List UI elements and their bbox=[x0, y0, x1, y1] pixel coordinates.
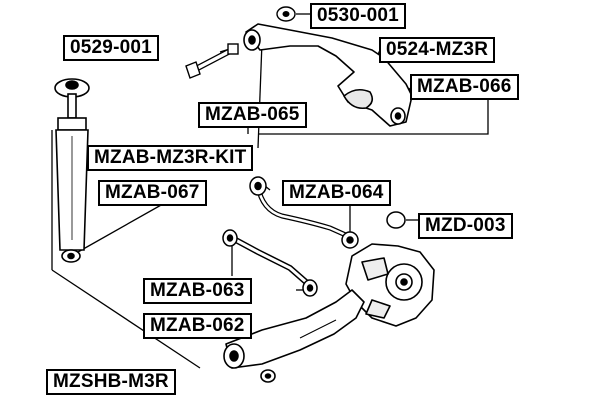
bump-stop bbox=[386, 211, 406, 229]
trailing-arm bbox=[223, 289, 365, 383]
bolt bbox=[185, 43, 239, 79]
mzab-064-arm bbox=[249, 176, 359, 249]
part-label-mzd-003: MZD-003 bbox=[418, 213, 513, 239]
leader-lines bbox=[51, 13, 489, 369]
part-label-0530-001: 0530-001 bbox=[310, 3, 406, 29]
part-label-0524-mz3r: 0524-MZ3R bbox=[379, 37, 496, 63]
part-label-mzab-063: MZAB-063 bbox=[143, 278, 252, 304]
part-label-mzshb-m3r: MZSHB-M3R bbox=[46, 369, 176, 395]
knuckle bbox=[345, 243, 435, 327]
part-label-mzab-062: MZAB-062 bbox=[143, 313, 252, 339]
upper-control-arm bbox=[243, 23, 413, 127]
mzab-063-arm bbox=[222, 229, 318, 297]
part-label-mzab-064: MZAB-064 bbox=[282, 180, 391, 206]
nut-top bbox=[276, 6, 296, 22]
part-label-0529-001: 0529-001 bbox=[63, 35, 159, 61]
part-label-mzab-mz3r-kit: MZAB-MZ3R-KIT bbox=[87, 145, 254, 171]
part-label-mzab-065: MZAB-065 bbox=[198, 102, 307, 128]
shock-absorber bbox=[54, 78, 90, 263]
part-label-mzab-067: MZAB-067 bbox=[98, 180, 207, 206]
part-label-mzab-066: MZAB-066 bbox=[410, 74, 519, 100]
